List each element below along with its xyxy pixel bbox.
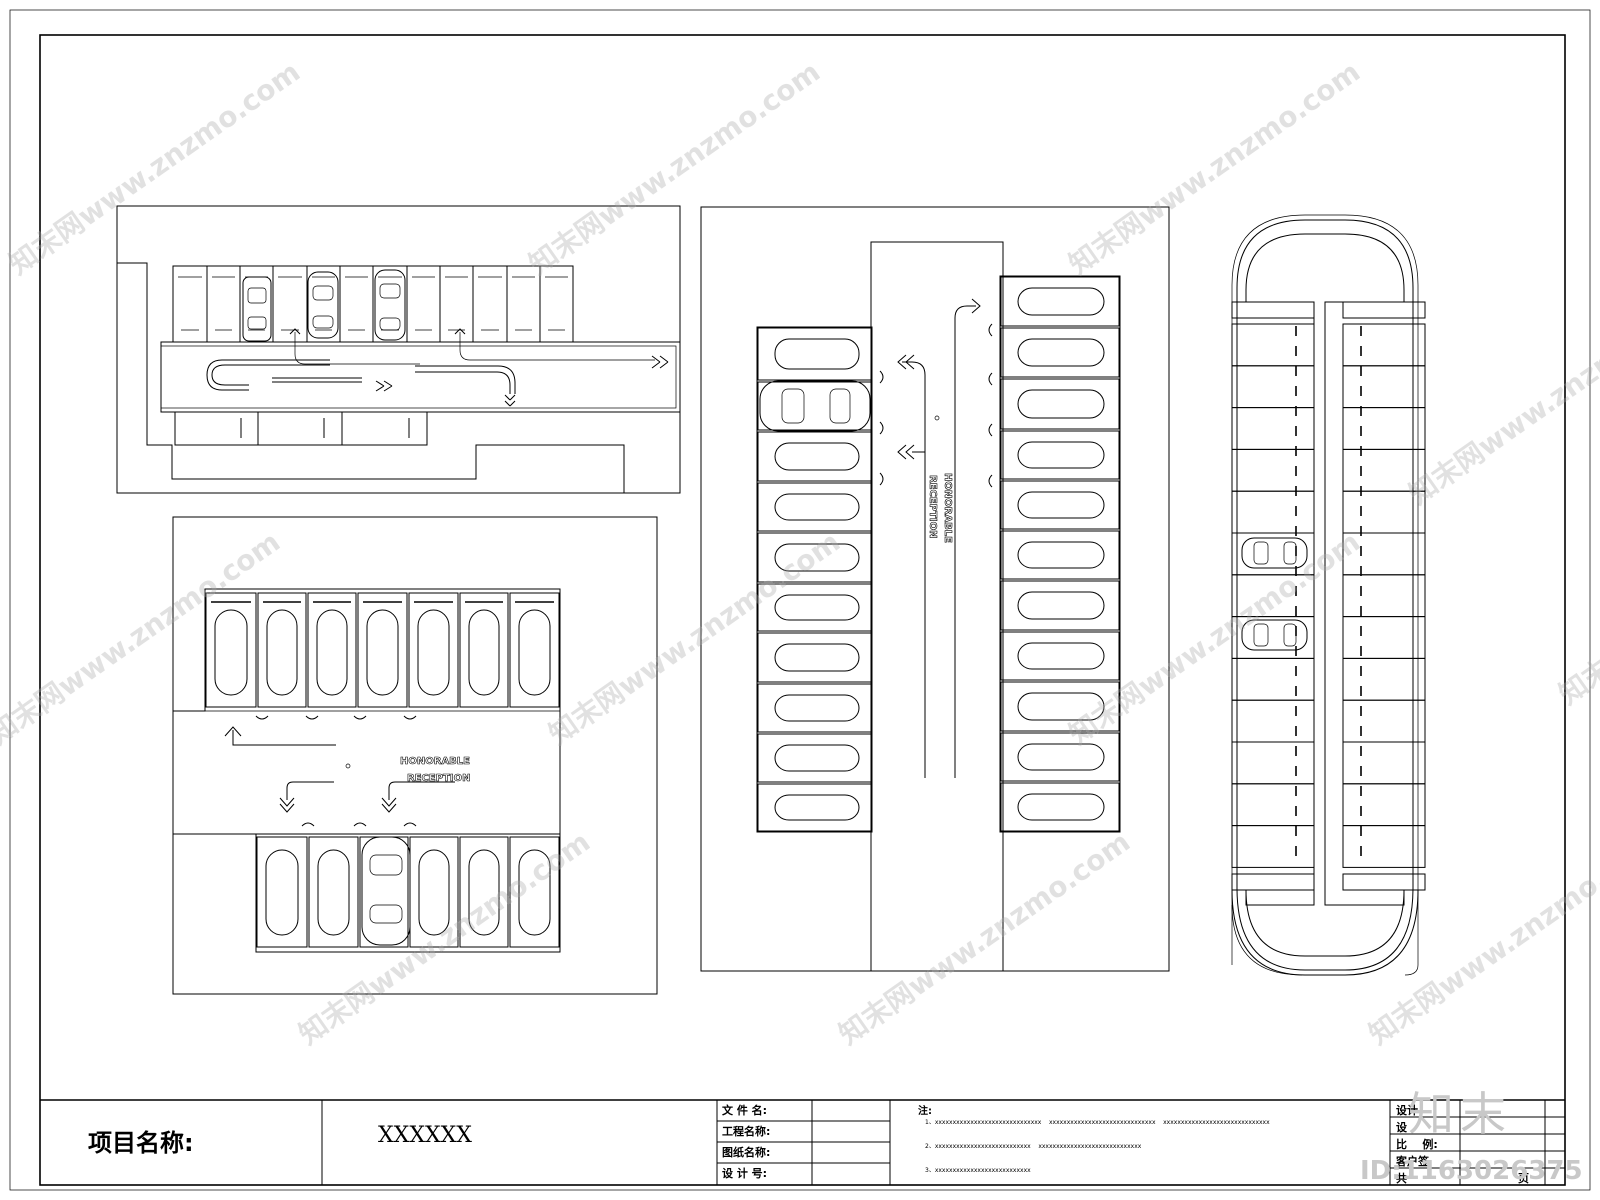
parking-stall [408, 592, 459, 708]
plan-bottom-left: HONORABLE RECEPTION [172, 516, 658, 995]
parking-stall [757, 431, 872, 482]
parking-stall [459, 836, 509, 948]
note-1: 1、xxxxxxxxxxxxxxxxxxxxxxxxxxxxxx xxxxxxx… [925, 1119, 1270, 1126]
parking-stall [509, 592, 560, 708]
parking-stall [1231, 490, 1315, 534]
parking-stall [1231, 532, 1315, 576]
parking-stall [1000, 327, 1120, 378]
parking-stall [1000, 480, 1120, 530]
drawing-name-label: 图纸名称: [722, 1146, 771, 1159]
title-block [40, 1099, 1565, 1185]
parking-stall [757, 482, 872, 532]
car-icon [759, 380, 871, 432]
project-title-label: 工程名称: [722, 1125, 771, 1138]
parking-stall [306, 265, 341, 343]
sheet-border [9, 9, 1591, 1191]
parking-stall [439, 265, 474, 343]
parking-stall [308, 836, 359, 948]
parking-stall [1000, 782, 1120, 832]
car-icon [307, 271, 339, 339]
parking-stall [1231, 825, 1315, 868]
parking-stall [1000, 732, 1120, 782]
parking-stall [757, 733, 872, 783]
notes-label: 注: [918, 1106, 932, 1117]
parking-stall [506, 265, 541, 343]
note-3: 3、xxxxxxxxxxxxxxxxxxxxxxxxxxx [925, 1167, 1031, 1174]
parking-stall [757, 327, 872, 381]
parking-stall [409, 836, 459, 948]
parking-stall [1231, 365, 1315, 409]
plan-top-left [116, 205, 681, 494]
designer-label: 设计 [1396, 1104, 1418, 1117]
reception-label: RECEPTION [407, 773, 470, 784]
design-number-label: 设 计 号: [722, 1167, 768, 1180]
parking-stall [757, 532, 872, 583]
parking-stall [1000, 631, 1120, 681]
parking-stall [1231, 699, 1315, 743]
parking-stall [1231, 616, 1315, 659]
car-icon [242, 276, 272, 342]
parking-stall [1231, 741, 1315, 785]
client-sign-label: 客户签 [1396, 1155, 1429, 1168]
parking-stall [509, 836, 560, 948]
reviewer-label: 设 [1396, 1121, 1407, 1134]
parking-stall [372, 265, 408, 343]
plan-right-capsule [1231, 214, 1426, 976]
parking-stall [757, 381, 872, 431]
watermark-id: ID:1163026375 [1360, 1156, 1583, 1186]
car-icon [361, 836, 411, 946]
scale-label: 比 例: [1396, 1138, 1438, 1151]
parking-stall [1000, 430, 1120, 480]
plan-middle: HONORABLE RECEPTION [700, 206, 1170, 972]
total-pages-label: 共 [1396, 1172, 1407, 1185]
parking-stall [406, 265, 441, 343]
honorable-label: HONORABLE [400, 756, 470, 767]
parking-stall [1231, 574, 1315, 618]
parking-stall [1000, 276, 1120, 327]
parking-stall [472, 265, 508, 343]
parking-stall [757, 783, 872, 832]
page-label: 页 [1518, 1172, 1529, 1185]
parking-stall [272, 265, 308, 343]
parking-stall [539, 265, 574, 343]
parking-stall [757, 583, 872, 632]
parking-stall [757, 632, 872, 683]
parking-stall [1231, 407, 1315, 450]
parking-stall [1000, 681, 1120, 732]
parking-stall [757, 683, 872, 733]
car-icon [1241, 537, 1308, 569]
parking-stall [256, 836, 308, 948]
parking-stall [339, 265, 374, 343]
car-icon [374, 269, 406, 341]
parking-stall [307, 592, 357, 708]
parking-stall [1231, 783, 1315, 827]
drawing-frame [39, 34, 1566, 1186]
parking-stall [206, 265, 241, 343]
parking-stall [205, 592, 257, 708]
parking-stall [172, 265, 208, 343]
project-name-value: XXXXXX [378, 1123, 472, 1148]
project-name-label: 项目名称: [88, 1129, 194, 1157]
honorable-label-vertical: HONORABLE [942, 473, 953, 543]
parking-stall [459, 592, 509, 708]
parking-stall [1000, 580, 1120, 631]
reception-label-vertical: RECEPTION [927, 475, 938, 538]
parking-stall [357, 592, 408, 708]
watermark-logo: 知末 [1408, 1087, 1512, 1141]
parking-stall [1231, 323, 1315, 367]
parking-stall [257, 592, 307, 708]
parking-stall [359, 836, 409, 948]
parking-stall [1000, 530, 1120, 580]
file-name-label: 文 件 名: [722, 1104, 768, 1117]
note-2: 2、xxxxxxxxxxxxxxxxxxxxxxxxxxx xxxxxxxxxx… [925, 1143, 1142, 1150]
parking-stall [1000, 378, 1120, 430]
car-icon [1241, 619, 1308, 651]
parking-stall [1342, 825, 1426, 868]
parking-stall [1231, 657, 1315, 701]
parking-stall [1231, 448, 1315, 492]
